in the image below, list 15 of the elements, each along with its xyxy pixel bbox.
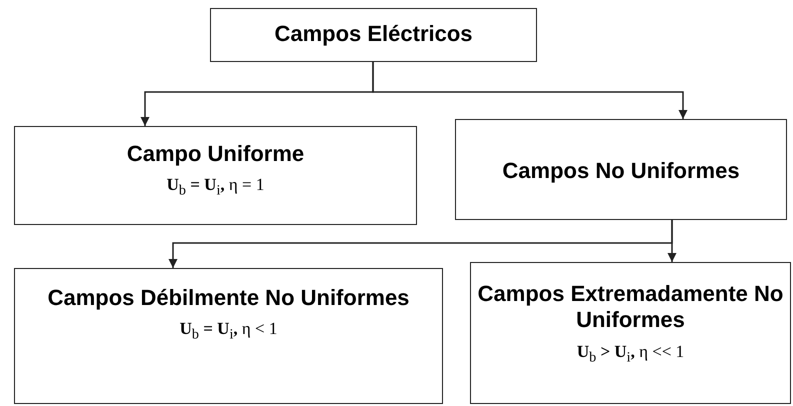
process-box [210, 8, 537, 62]
formula-text: U$_{b}$ = U$_{i}$, η < 1 [180, 319, 278, 344]
box-title: Campos Débilmente No Uniformes [48, 285, 410, 312]
box-title: Campos Extremadamente No Uniformes [476, 281, 784, 334]
process-box [455, 119, 787, 220]
box-title: Campos Eléctricos [274, 21, 473, 48]
process-box [14, 126, 417, 225]
formula-text: U$_{b}$ = U$_{i}$, η = 1 [166, 175, 264, 200]
process-box [470, 262, 791, 404]
box-title: Campos No Uniformes [502, 158, 740, 184]
arrow [668, 220, 676, 262]
process-box [14, 268, 443, 404]
arrow [372, 62, 688, 119]
formula-text: U$_{b}$ > U$_{i}$, η << 1 [576, 342, 684, 366]
box-title: Campo Uniforme [126, 141, 304, 168]
